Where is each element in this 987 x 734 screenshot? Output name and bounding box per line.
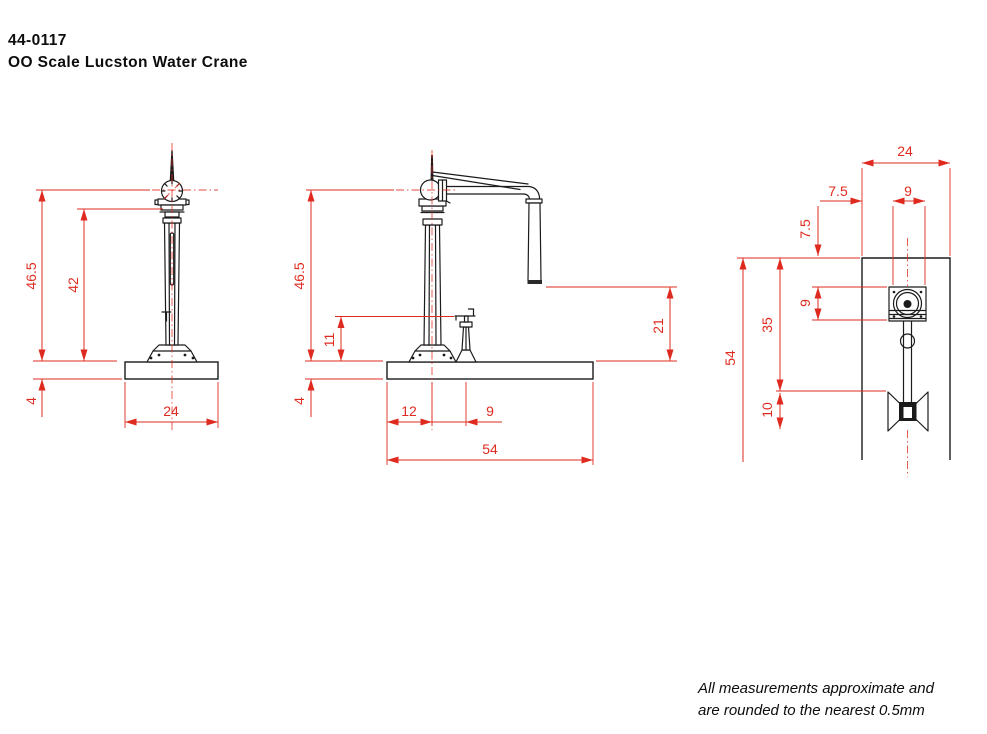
dim-plan-flange-offset-y: 7.5	[797, 219, 813, 239]
side-tie-rod	[431, 171, 529, 185]
side-water-bag	[527, 202, 542, 282]
side-tie-rod-lower	[431, 174, 521, 191]
plan-view-dimensions: 24 7.5 9 7.5 9 35 10 54	[722, 143, 951, 477]
front-view-dimensions: 46.5 42 4 24	[23, 143, 219, 430]
side-base-flange	[408, 344, 457, 363]
side-base-plate	[386, 361, 594, 380]
front-valve-handle	[161, 311, 172, 322]
dim-side-column-offset: 12	[401, 403, 417, 419]
side-filler-valve	[454, 308, 477, 363]
dim-front-base-width: 24	[163, 403, 179, 419]
side-bag-mouth	[527, 280, 542, 284]
front-base-plate	[124, 361, 219, 380]
dim-plan-flange-width: 9	[904, 183, 912, 199]
plan-elbow-bulge	[899, 333, 916, 349]
dim-plan-flange-offset-x: 7.5	[828, 183, 848, 199]
plan-base-plate	[861, 257, 951, 460]
front-flange-bolts	[149, 353, 195, 360]
plan-arm-stack-lines	[889, 309, 926, 320]
plan-view-drawing	[861, 257, 951, 460]
dim-side-filler-height: 11	[321, 333, 337, 348]
dim-plan-bag-center-offset: 35	[759, 317, 775, 333]
plan-ball-outer-ring	[892, 288, 923, 319]
dim-plan-flange-depth: 9	[797, 299, 813, 307]
note-line-1: All measurements approximate and	[697, 680, 935, 697]
side-column-band	[422, 218, 443, 226]
dim-plan-plate-length: 54	[722, 350, 738, 366]
plan-spike-dot	[903, 300, 912, 308]
front-finial-spike	[169, 150, 175, 184]
side-view-drawing	[386, 155, 594, 380]
dim-front-column-height: 42	[65, 277, 81, 293]
dim-side-bag-clearance: 21	[650, 318, 666, 334]
dim-plan-plate-width: 24	[897, 143, 913, 159]
part-number: 44-0117	[8, 32, 67, 49]
dim-side-base-thickness: 4	[291, 397, 307, 405]
side-flange-bolts	[411, 353, 453, 360]
title-block: 44-0117 OO Scale Lucston Water Crane	[8, 32, 248, 71]
note-line-2: are rounded to the nearest 0.5mm	[698, 702, 925, 719]
dim-front-base-thickness: 4	[23, 397, 39, 405]
dim-side-overall-height: 46.5	[291, 262, 307, 289]
dim-front-overall-height: 46.5	[23, 262, 39, 289]
product-name: OO Scale Lucston Water Crane	[8, 54, 248, 71]
dim-side-filler-offset: 9	[486, 403, 494, 419]
footer-note: All measurements approximate and are rou…	[697, 680, 935, 719]
side-elbow	[528, 185, 541, 200]
front-view-drawing	[124, 150, 219, 380]
side-view-dimensions: 46.5 11 4 21 12 9 54	[291, 150, 677, 465]
plan-flange-bolts	[892, 290, 923, 318]
dim-plan-bag-end-width: 10	[759, 402, 775, 418]
dim-side-base-length: 54	[482, 441, 498, 457]
side-column	[423, 224, 442, 346]
